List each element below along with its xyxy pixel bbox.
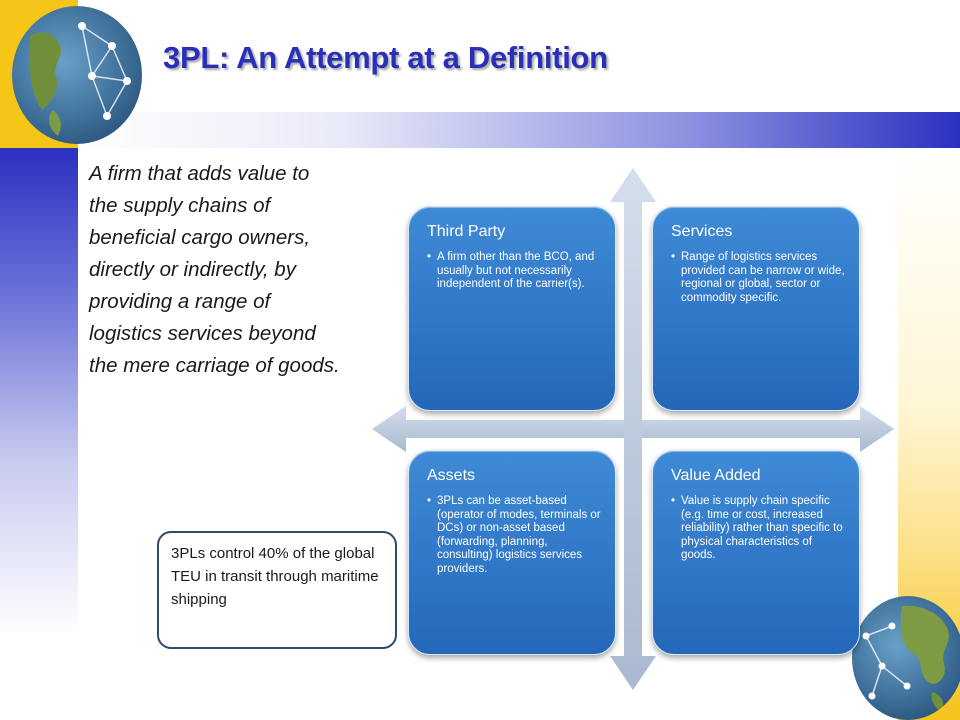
quadrant-arrows (372, 168, 894, 690)
globe-network-icon (12, 6, 142, 144)
quadrant-bullet: • Value is supply chain specific (e.g. t… (671, 495, 845, 563)
quadrant-bullet-text: Value is supply chain specific (e.g. tim… (681, 495, 843, 561)
quadrant-bullet: • 3PLs can be asset-based (operator of m… (427, 495, 601, 576)
quadrant-bullet-text: A firm other than the BCO, and usually b… (437, 251, 595, 290)
bullet-glyph: • (671, 495, 676, 507)
globe-network-icon (852, 596, 960, 720)
bullet-glyph: • (427, 495, 432, 507)
decor-left-gradient-bar (0, 148, 78, 720)
definition-text: A firm that adds value to the supply cha… (89, 162, 340, 377)
arrow-vertical (610, 168, 656, 690)
quadrant-assets: Assets • 3PLs can be asset-based (operat… (408, 450, 616, 655)
quadrant-heading: Third Party (427, 223, 506, 240)
quadrant-bullet-text: Range of logistics services provided can… (681, 251, 845, 304)
bullet-glyph: • (427, 251, 432, 263)
quadrant-heading: Assets (427, 467, 476, 484)
quadrant-heading: Value Added (671, 467, 761, 484)
quadrant-bullet-text: 3PLs can be asset-based (operator of mod… (437, 495, 601, 575)
quadrant-bullet: • Range of logistics services provided c… (671, 251, 845, 305)
callout-box: 3PLs control 40% of the global TEU in tr… (157, 531, 397, 649)
quadrant-third-party: Third Party • A firm other than the BCO,… (408, 206, 616, 411)
quadrant-heading: Services (671, 223, 733, 240)
bullet-glyph: • (671, 251, 676, 263)
quadrant-value-added: Value Added • Value is supply chain spec… (652, 450, 860, 655)
decor-header-gradient-bar (78, 112, 960, 148)
quadrant-bullet: • A firm other than the BCO, and usually… (427, 251, 601, 292)
slide-title: 3PL: An Attempt at a Definition (163, 40, 608, 75)
quadrant-services: Services • Range of logistics services p… (652, 206, 860, 411)
